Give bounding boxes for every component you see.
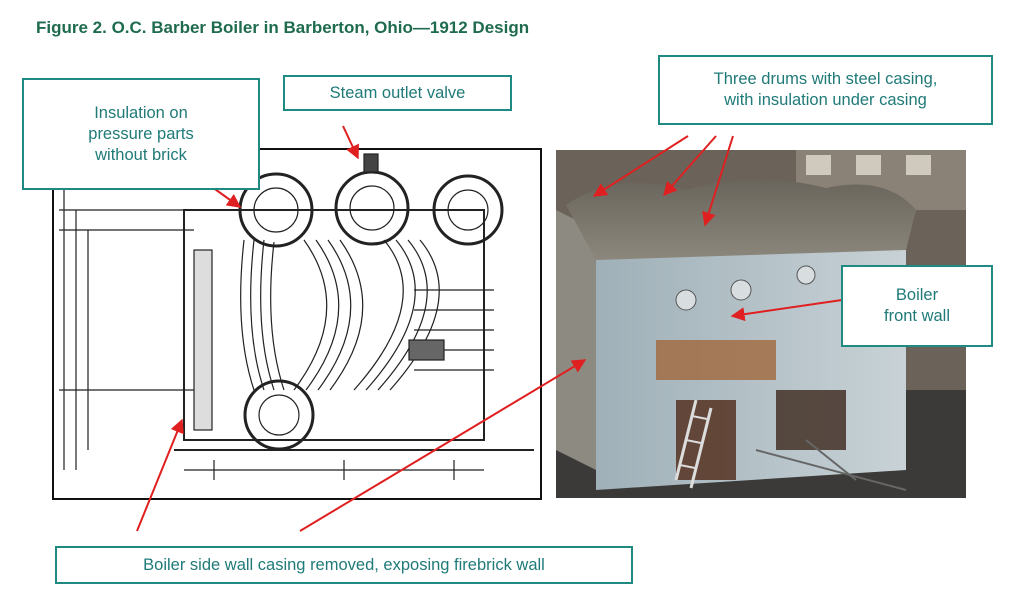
callout-front-wall-text: Boiler front wall	[883, 286, 951, 325]
boiler-photograph	[556, 150, 966, 498]
callout-insulation: Insulation on pressure parts without bri…	[22, 78, 260, 190]
callout-front-wall: Boiler front wall	[841, 265, 993, 347]
callout-three-drums: Three drums with steel casing, with insu…	[658, 55, 993, 125]
callout-insulation-text: Insulation on pressure parts without bri…	[88, 103, 194, 164]
figure-title: Figure 2. O.C. Barber Boiler in Barberto…	[36, 18, 530, 37]
callout-steam-valve: Steam outlet valve	[283, 75, 512, 111]
technical-drawing-icon	[59, 153, 534, 480]
boiler-technical-drawing	[52, 148, 542, 500]
callout-side-wall: Boiler side wall casing removed, exposin…	[55, 546, 633, 584]
callout-side-wall-text: Boiler side wall casing removed, exposin…	[143, 555, 545, 574]
callout-steam-valve-text: Steam outlet valve	[329, 83, 466, 102]
callout-three-drums-text: Three drums with steel casing, with insu…	[713, 70, 938, 109]
